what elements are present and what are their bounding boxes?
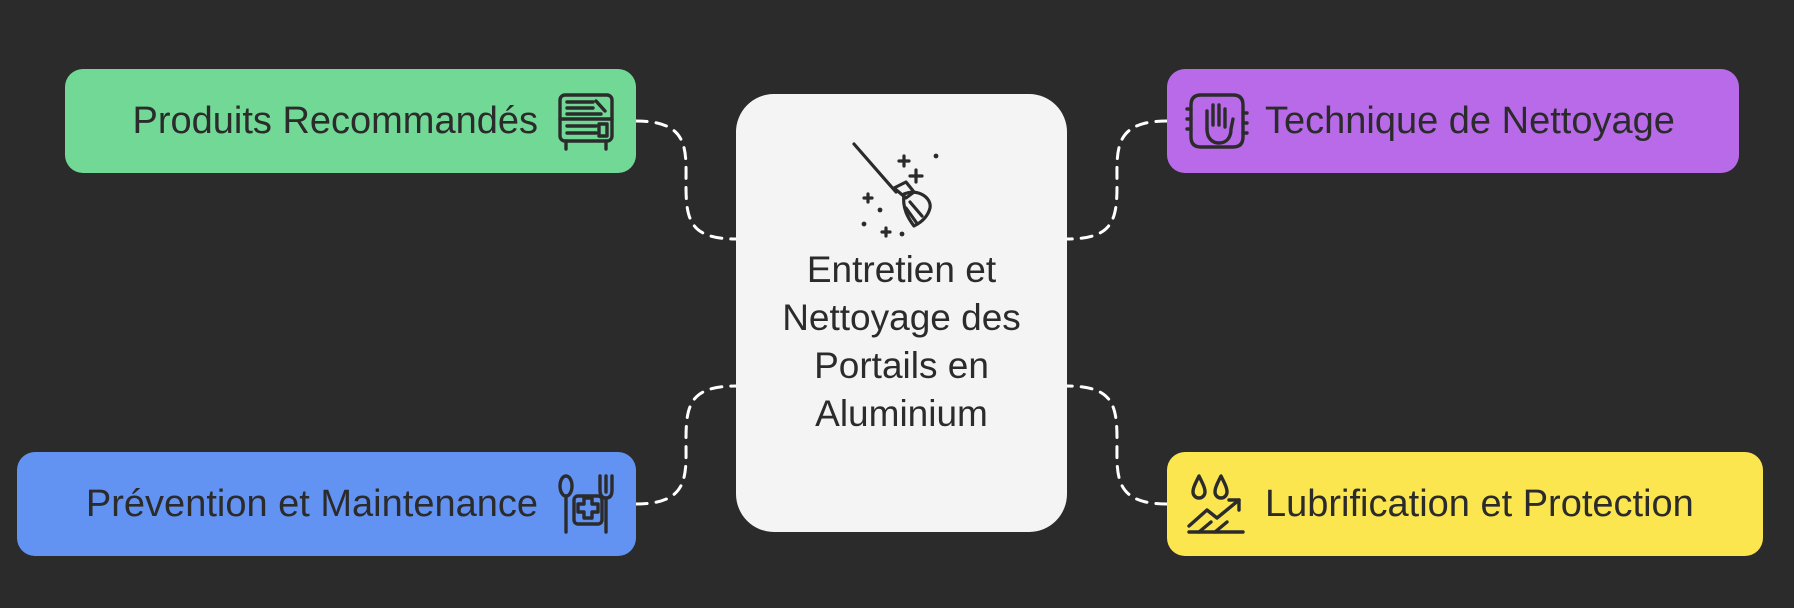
node-produits-recommandes[interactable]: Produits Recommandés [65,69,636,173]
hand-cleaning-icon [1185,93,1249,149]
central-topic-title: Entretien et Nettoyage des Portails en A… [782,249,1021,434]
cabinet-shelf-icon [558,93,614,151]
central-topic-node[interactable]: Entretien et Nettoyage des Portails en A… [736,94,1067,532]
connector-produits [634,119,738,241]
tools-medical-icon [558,474,614,534]
broom-sparkles-icon [852,142,939,238]
connector-prevention [634,384,738,506]
node-label: Prévention et Maintenance [85,483,538,525]
node-technique-de-nettoyage[interactable]: Technique de Nettoyage [1167,69,1739,173]
connector-lubrification [1065,384,1169,506]
node-label: Produits Recommandés [132,100,538,142]
drops-trend-icon [1187,474,1245,534]
node-label: Lubrification et Protection [1265,483,1694,525]
connector-technique [1065,119,1169,241]
node-lubrification-et-protection[interactable]: Lubrification et Protection [1167,452,1763,556]
node-label: Technique de Nettoyage [1265,100,1675,142]
node-prevention-et-maintenance[interactable]: Prévention et Maintenance [17,452,636,556]
